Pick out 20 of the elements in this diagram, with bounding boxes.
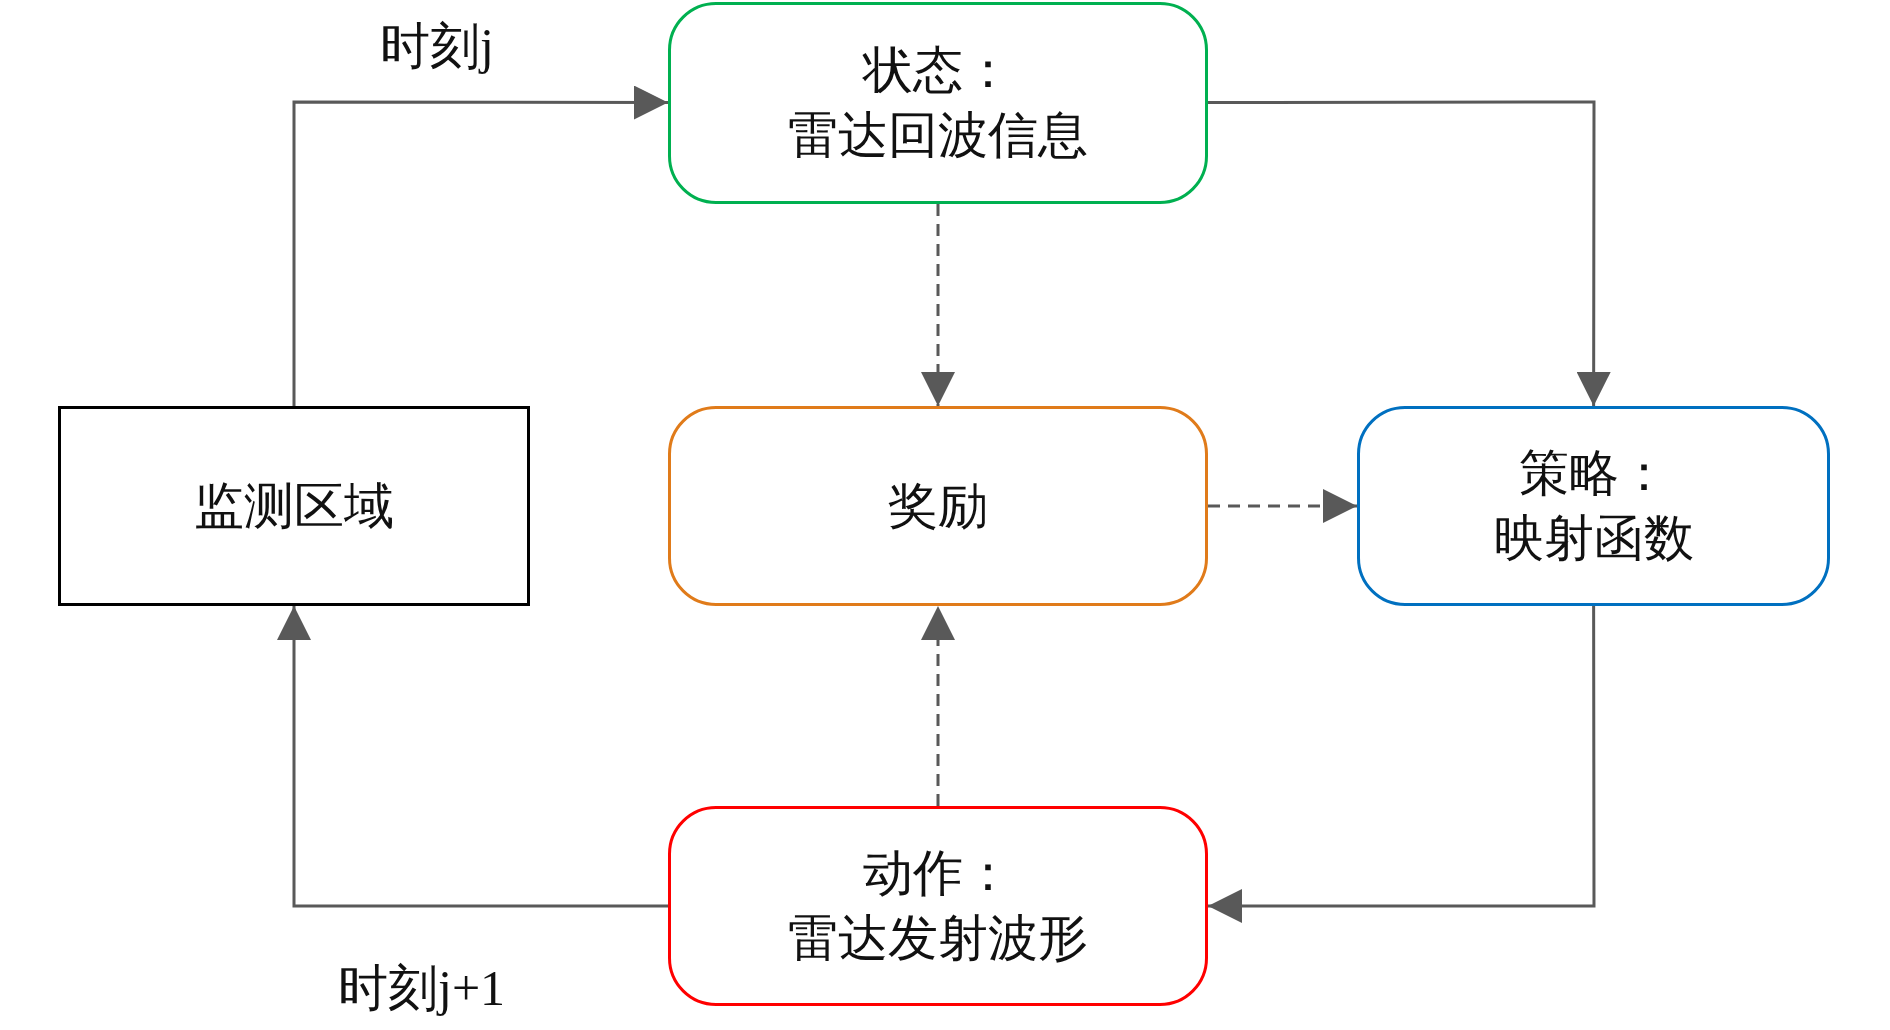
box-title: 状态： — [863, 41, 1013, 100]
box-title: 动作： — [863, 844, 1013, 903]
arrow — [292, 85, 668, 406]
arrow — [921, 606, 955, 806]
rounded-box — [668, 2, 1208, 204]
box-title: 策略： — [1518, 444, 1669, 503]
process-box — [58, 406, 530, 606]
box-text: 监测区域 — [194, 476, 394, 536]
arrow — [1208, 489, 1357, 523]
rounded-box — [668, 806, 1208, 1006]
rounded-box — [668, 406, 1208, 606]
box-text: 奖励 — [888, 476, 988, 536]
arrow — [277, 606, 668, 908]
arrow — [921, 204, 955, 406]
arrow — [1208, 100, 1611, 406]
rounded-box — [1357, 406, 1830, 606]
arrow — [1208, 606, 1596, 923]
box-text: 映射函数 — [1493, 509, 1694, 568]
box-text: 雷达回波信息 — [788, 106, 1088, 165]
box-text: 雷达发射波形 — [788, 909, 1088, 968]
